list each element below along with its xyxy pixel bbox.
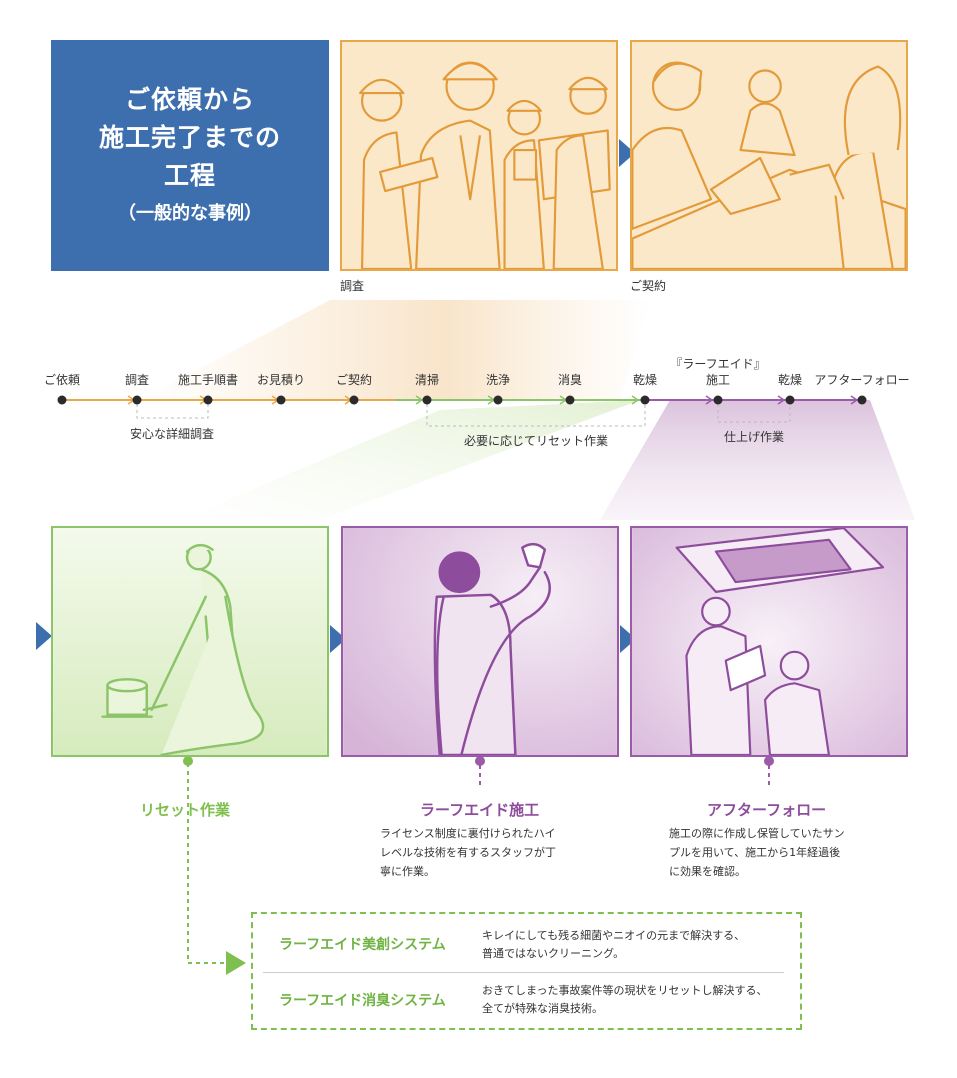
timeline-dot xyxy=(713,395,723,405)
contract-caption: ご契約 xyxy=(630,279,667,293)
bracket-reset-label: 必要に応じてリセット作業 xyxy=(463,434,609,448)
contract-illustration xyxy=(630,40,908,271)
title-line-3: 工程 xyxy=(163,160,216,190)
desc-line: ライセンス制度に裏付けられたハイ xyxy=(380,827,556,840)
system-name-bisou: ラーフエイド美創システム xyxy=(279,937,446,953)
desc-line: 普通ではないクリーニング。 xyxy=(482,947,625,960)
survey-people-illustration xyxy=(359,61,611,269)
timeline-dot xyxy=(276,395,286,405)
after-follow-title: アフターフォロー xyxy=(707,801,827,819)
title-block: ご依頼から 施工完了までの 工程 （一般的な事例） xyxy=(51,40,329,271)
reset-work-illustration xyxy=(51,526,329,757)
step-contract: ご契約 xyxy=(335,373,373,387)
survey-illustration xyxy=(340,40,618,271)
inspection-illustration xyxy=(632,528,906,755)
after-follow-desc: 施工の際に作成し保管していたサン プルを用いて、施工から1年経過後 に効果を確認… xyxy=(669,824,889,881)
desc-line: キレイにしても残る細菌やニオイの元まで解決する、 xyxy=(482,929,746,942)
step-procedure: 施工手順書 xyxy=(177,373,239,387)
after-follow-illustration xyxy=(630,526,908,757)
desc-line: 施工の際に作成し保管していたサン xyxy=(669,827,845,840)
desc-line: レベルな技術を有するスタッフが丁 xyxy=(380,846,556,859)
desc-line: に効果を確認。 xyxy=(669,865,746,878)
divider xyxy=(263,972,784,973)
step-cleaning: 清掃 xyxy=(414,373,440,387)
timeline-dot xyxy=(132,395,142,405)
step-dry-1: 乾燥 xyxy=(632,373,658,387)
timeline-dot xyxy=(785,395,795,405)
step-request: ご依頼 xyxy=(43,373,81,387)
systems-box: ラーフエイド美創システム キレイにしても残る細菌やニオイの元まで解決する、 普通… xyxy=(251,912,802,1030)
reset-work-title: リセット作業 xyxy=(140,801,231,819)
timeline-dot xyxy=(565,395,575,405)
desc-line: おきてしまった事故案件等の現状をリセットし解決する、 xyxy=(482,984,768,997)
system-name-deodorize: ラーフエイド消臭システム xyxy=(279,993,446,1009)
system-desc-bisou: キレイにしても残る細菌やニオイの元まで解決する、 普通ではないクリーニング。 xyxy=(482,927,792,963)
title-line-1: ご依頼から xyxy=(124,84,255,114)
survey-caption: 調査 xyxy=(340,279,365,293)
system-desc-deodorize: おきてしまった事故案件等の現状をリセットし解決する、 全てが特殊な消臭技術。 xyxy=(482,982,800,1018)
raafaid-apply-desc: ライセンス制度に裏付けられたハイ レベルな技術を有するスタッフが丁 寧に作業。 xyxy=(380,824,600,881)
step-dry-2: 乾燥 xyxy=(777,373,803,387)
timeline-dot xyxy=(493,395,503,405)
step-after-follow: アフターフォロー xyxy=(814,373,910,387)
contract-meeting-illustration xyxy=(632,61,906,269)
timeline-dot xyxy=(422,395,432,405)
desc-line: 全てが特殊な消臭技術。 xyxy=(482,1002,603,1015)
timeline-dot xyxy=(857,395,867,405)
floor-cleaner-illustration xyxy=(53,528,327,755)
step-raafaid-apply: 『ラーフエイド』 施工 xyxy=(670,356,765,388)
bracket-survey-label: 安心な詳細調査 xyxy=(129,427,215,441)
desc-line: 寧に作業。 xyxy=(380,865,435,878)
title-line-2: 施工完了までの xyxy=(98,122,281,152)
timeline-graphic xyxy=(62,300,915,520)
step-raafaid-apply-line1: 『ラーフエイド』 xyxy=(670,357,766,371)
timeline-dot xyxy=(349,395,359,405)
raafaid-apply-title: ラーフエイド施工 xyxy=(420,801,540,819)
sprayer-worker-illustration xyxy=(343,528,617,755)
step-washing: 洗浄 xyxy=(485,373,511,387)
title-subtitle: （一般的な事例） xyxy=(118,202,262,224)
step-deodorize: 消臭 xyxy=(557,373,583,387)
timeline-dot xyxy=(640,395,650,405)
timeline-dot xyxy=(57,395,67,405)
step-survey: 調査 xyxy=(124,373,150,387)
raafaid-apply-illustration xyxy=(341,526,619,757)
arrow-right-icon xyxy=(36,622,52,650)
step-estimate: お見積り xyxy=(256,373,306,387)
timeline-dot xyxy=(203,395,213,405)
step-raafaid-apply-line2: 施工 xyxy=(705,373,730,387)
bracket-finish-label: 仕上げ作業 xyxy=(723,430,785,444)
desc-line: プルを用いて、施工から1年経過後 xyxy=(669,846,841,859)
connector-lines xyxy=(183,757,774,975)
